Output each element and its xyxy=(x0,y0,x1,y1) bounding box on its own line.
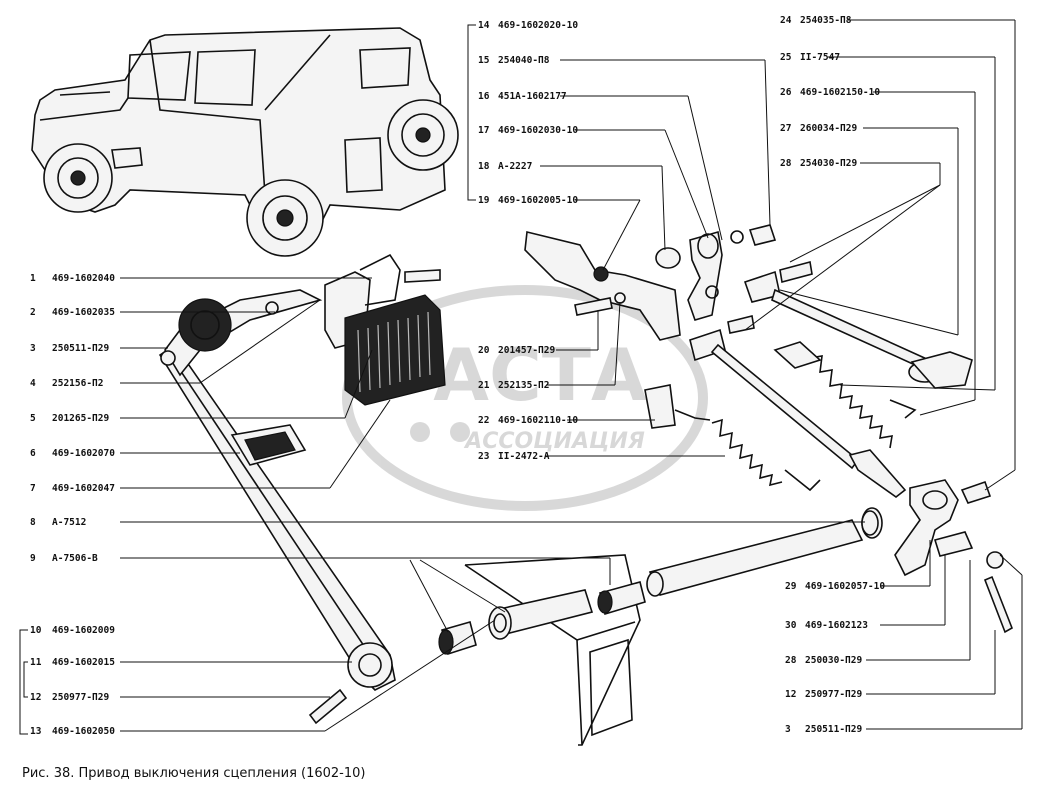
callout-number: 3 xyxy=(30,343,36,354)
callout-number: 14 xyxy=(478,20,490,31)
callout-code: 469-1602040 xyxy=(52,273,115,284)
watermark-title: АСТА xyxy=(433,333,647,417)
callout-code: 252135-П2 xyxy=(498,380,549,391)
figure-caption: Рис. 38. Привод выключения сцепления (16… xyxy=(22,766,366,781)
callout-number: 30 xyxy=(785,620,797,631)
right-top-callouts: 24 254035-П8 25 II-7547 26 469-1602150-1… xyxy=(780,15,880,169)
callout-code: 469-1602020-10 xyxy=(498,20,578,31)
callout-code: 469-1602150-10 xyxy=(800,87,880,98)
callout-code: 250511-П29 xyxy=(805,724,862,735)
callout-code: 250511-П29 xyxy=(52,343,109,354)
callout-number: 1 xyxy=(30,273,36,284)
callout-number: 3 xyxy=(785,724,791,735)
callout-number: 15 xyxy=(478,55,490,66)
callout-number: 18 xyxy=(478,161,490,172)
callout-number: 25 xyxy=(780,52,792,63)
callout-code: 469-1602047 xyxy=(52,483,115,494)
callout-code: 469-1602057-10 xyxy=(805,581,885,592)
callout-number: 10 xyxy=(30,625,42,636)
callout-code: 260034-П29 xyxy=(800,123,857,134)
callout-code: 469-1602005-10 xyxy=(498,195,578,206)
callout-number: 11 xyxy=(30,657,42,668)
callout-number: 7 xyxy=(30,483,36,494)
callout-number: 24 xyxy=(780,15,792,26)
callout-code: 201457-П29 xyxy=(498,345,555,356)
callout-number: 17 xyxy=(478,125,489,136)
callout-code: II-7547 xyxy=(800,52,840,63)
mid-callouts: 20 201457-П29 21 252135-П2 22 469-160211… xyxy=(478,345,578,462)
callout-number: 29 xyxy=(785,581,797,592)
callout-code: 250030-П29 xyxy=(805,655,862,666)
callout-number: 12 xyxy=(785,689,796,700)
callout-number: 21 xyxy=(478,380,490,391)
callout-number: 23 xyxy=(478,451,490,462)
callout-code: 469-1602035 xyxy=(52,307,115,318)
callout-code: 254040-П8 xyxy=(498,55,550,66)
callout-code: 451А-1602177 xyxy=(498,91,567,102)
callout-number: 8 xyxy=(30,517,36,528)
right-bottom-callouts: 29 469-1602057-10 30 469-1602123 28 2500… xyxy=(785,581,885,735)
callout-number: 22 xyxy=(478,415,489,426)
callout-code: 252156-П2 xyxy=(52,378,103,389)
callout-code: 469-1602015 xyxy=(52,657,115,668)
callout-code: 254030-П29 xyxy=(800,158,857,169)
callout-code: 469-1602123 xyxy=(805,620,868,631)
callout-code: II-2472-А xyxy=(498,451,550,462)
callout-number: 26 xyxy=(780,87,792,98)
callout-code: 469-1602030-10 xyxy=(498,125,578,136)
callout-code: А-2227 xyxy=(498,161,532,172)
callout-code: 201265-П29 xyxy=(52,413,109,424)
callout-number: 5 xyxy=(30,413,36,424)
callout-number: 27 xyxy=(780,123,791,134)
return-spring-lower xyxy=(711,418,783,487)
callout-number: 9 xyxy=(30,553,36,564)
callout-code: 469-1602009 xyxy=(52,625,115,636)
callout-code: А-7512 xyxy=(52,517,86,528)
watermark: АСТА АССОЦИАЦИЯ xyxy=(342,285,708,511)
callout-number: 16 xyxy=(478,91,490,102)
callout-number: 6 xyxy=(30,448,36,459)
leader-lines xyxy=(19,19,1023,735)
callout-number: 20 xyxy=(478,345,490,356)
pedal-assembly xyxy=(158,253,446,725)
left-callouts: 1 469-1602040 2 469-1602035 3 250511-П29… xyxy=(30,273,115,737)
callout-number: 4 xyxy=(30,378,36,389)
callout-code: 469-1602070 xyxy=(52,448,115,459)
callout-number: 12 xyxy=(30,692,41,703)
callout-number: 2 xyxy=(30,307,36,318)
watermark-subtitle: АССОЦИАЦИЯ xyxy=(463,429,645,454)
callout-code: 250977-П29 xyxy=(805,689,862,700)
callout-code: 469-1602110-10 xyxy=(498,415,578,426)
callout-code: 254035-П8 xyxy=(800,15,852,26)
return-spring-upper xyxy=(809,355,893,449)
callout-code: А-7506-В xyxy=(52,553,98,564)
callout-number: 28 xyxy=(785,655,797,666)
callout-code: 469-1602050 xyxy=(52,726,115,737)
vehicle-illustration xyxy=(31,27,459,257)
callout-code: 250977-П29 xyxy=(52,692,109,703)
callout-number: 19 xyxy=(478,195,490,206)
callout-number: 28 xyxy=(780,158,792,169)
release-linkage xyxy=(524,224,1004,577)
top-callouts: 14 469-1602020-10 15 254040-П8 16 451А-1… xyxy=(478,20,578,206)
callout-number: 13 xyxy=(30,726,42,737)
